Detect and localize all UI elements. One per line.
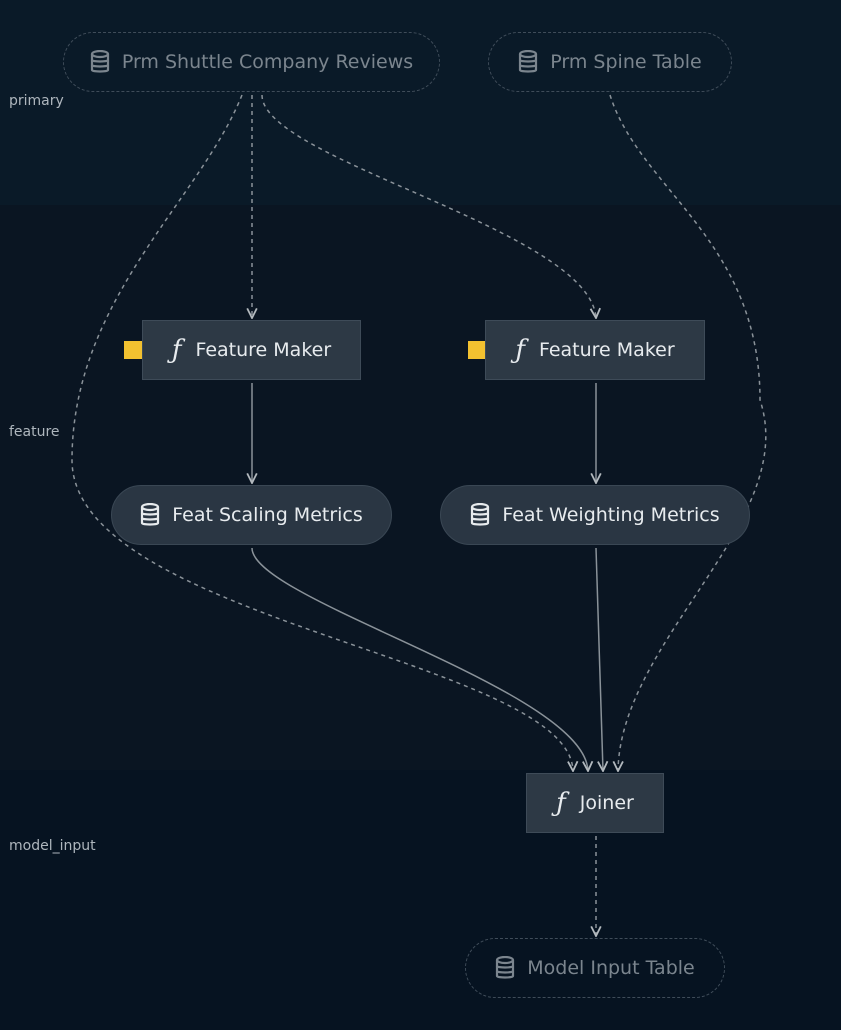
dataset-node-prm-shuttle-company-reviews[interactable]: Prm Shuttle Company Reviews bbox=[63, 32, 440, 92]
modular-pipeline-marker bbox=[468, 341, 486, 359]
dataset-node-prm-spine-table[interactable]: Prm Spine Table bbox=[488, 32, 732, 92]
function-icon: ƒ bbox=[556, 788, 566, 818]
modular-pipeline-marker bbox=[124, 341, 142, 359]
node-label: Feat Scaling Metrics bbox=[172, 504, 363, 526]
edge-reviews-to-feature-maker-2 bbox=[261, 94, 596, 318]
function-icon: ƒ bbox=[171, 335, 182, 365]
task-node-joiner[interactable]: ƒ Joiner bbox=[526, 773, 664, 833]
edge-reviews-to-joiner bbox=[71, 94, 573, 771]
task-node-feature-maker-1[interactable]: ƒ Feature Maker bbox=[142, 320, 361, 380]
edge-weighting-to-joiner bbox=[595, 547, 603, 771]
node-label: Feature Maker bbox=[538, 339, 675, 361]
dataset-node-feat-scaling-metrics[interactable]: Feat Scaling Metrics bbox=[111, 485, 392, 545]
edge-spine-to-joiner bbox=[609, 94, 767, 771]
node-label: Model Input Table bbox=[527, 957, 695, 979]
node-label: Feat Weighting Metrics bbox=[502, 504, 720, 526]
node-label: Prm Shuttle Company Reviews bbox=[121, 51, 414, 73]
edge-scaling-to-joiner bbox=[251, 547, 588, 771]
dataset-node-model-input-table[interactable]: Model Input Table bbox=[465, 938, 725, 998]
layer-label-feature: feature bbox=[9, 424, 60, 440]
node-label: Joiner bbox=[579, 792, 634, 814]
database-icon bbox=[470, 503, 490, 527]
layer-label-model-input: model_input bbox=[9, 838, 96, 854]
layer-label-primary: primary bbox=[9, 93, 64, 109]
node-label: Feature Maker bbox=[195, 339, 332, 361]
function-icon: ƒ bbox=[515, 335, 525, 365]
database-icon bbox=[140, 503, 160, 527]
node-label: Prm Spine Table bbox=[550, 51, 702, 73]
task-node-feature-maker-2[interactable]: ƒ Feature Maker bbox=[485, 320, 705, 380]
dataset-node-feat-weighting-metrics[interactable]: Feat Weighting Metrics bbox=[440, 485, 750, 545]
database-icon bbox=[518, 50, 538, 74]
database-icon bbox=[90, 50, 110, 74]
database-icon bbox=[495, 956, 515, 980]
